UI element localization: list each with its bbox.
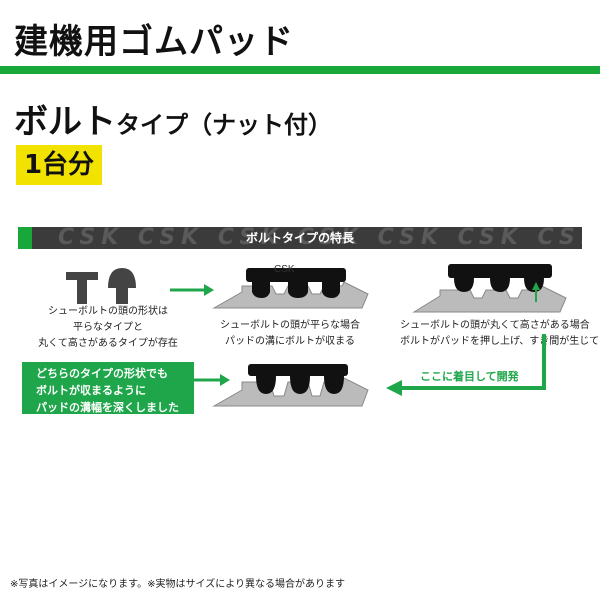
quantity-badge: 1台分 [16, 145, 102, 185]
feature-band-label: ボルトタイプの特長 [245, 231, 354, 245]
subtitle-main: ボルト [14, 102, 116, 142]
pad-improved-illustration [212, 364, 369, 407]
csk-watermark: CSK CSK CSK CSK CSK CSK CSK CSK [58, 227, 582, 249]
band-accent [18, 227, 32, 249]
flat-bolt-icon [66, 272, 98, 304]
focus-arrow-icon [386, 334, 546, 396]
product-subtitle: ボルトタイプ（ナット付） [14, 94, 332, 143]
arrow-right-icon-2 [194, 374, 230, 386]
arrow-right-icon [170, 284, 214, 296]
page-title: 建機用ゴムパッド [14, 22, 294, 62]
pad-flat-bolt-illustration: CSK [212, 264, 369, 309]
subtitle-rest: タイプ（ナット付） [116, 111, 332, 139]
pad-round-bolt-illustration [412, 264, 567, 313]
round-bolt-caption: シューボルトの頭が丸くて高さがある場合 ボルトがパッドを押し上げ、すき間が生じて… [400, 320, 600, 347]
solution-box: どちらのタイプの形状でも ボルトが収まるように パッドの溝幅を深くしました [22, 362, 194, 414]
solution-line-3: パッドの溝幅を深くしました [36, 401, 179, 414]
footnote: ※写真はイメージになります。※実物はサイズにより異なる場合があります [10, 579, 346, 590]
flat-bolt-caption: シューボルトの頭が平らな場合 パッドの溝にボルトが収まる [220, 320, 360, 347]
green-divider [0, 66, 600, 74]
round-bolt-icon [108, 268, 136, 304]
focus-label: ここに着目して開発 [420, 370, 519, 383]
solution-line-2: ボルトが収まるように [36, 384, 146, 397]
bolt-heads-icon [66, 268, 136, 304]
bolt-shapes-caption: シューボルトの頭の形状は 平らなタイプと 丸くて高さがあるタイプが存在 [38, 306, 178, 349]
feature-band: CSK CSK CSK CSK CSK CSK CSK CSK ボルトタイプの特… [18, 227, 582, 249]
solution-line-1: どちらのタイプの形状でも [36, 367, 168, 380]
svg-text:CSK: CSK [274, 264, 295, 275]
